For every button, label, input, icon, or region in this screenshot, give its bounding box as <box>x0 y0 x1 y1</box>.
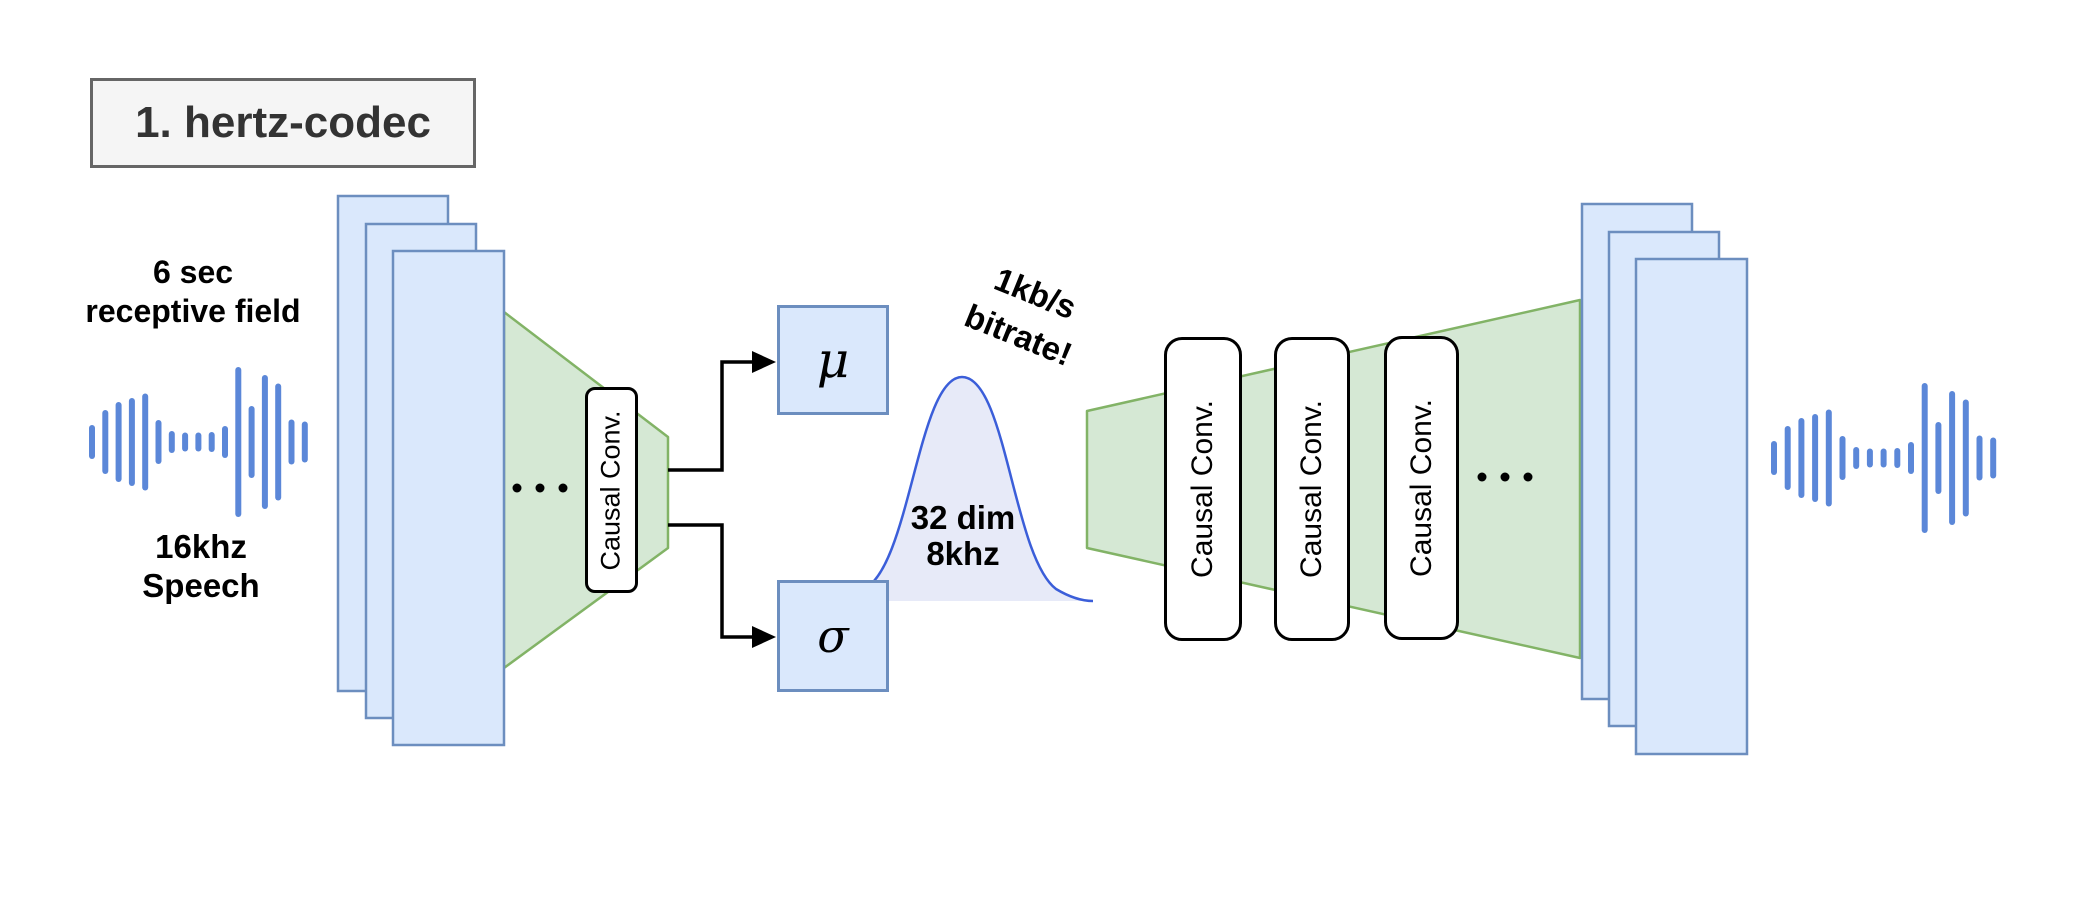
waveform-bar <box>1976 435 1983 481</box>
diagram-title-box: 1. hertz-codec <box>90 78 476 168</box>
encoder-conv-label: Causal Conv. <box>596 409 627 571</box>
decoder-conv-box-3: Causal Conv. <box>1384 336 1459 640</box>
ellipsis-dot <box>558 483 568 493</box>
layer-card <box>391 249 506 747</box>
latent-dim-label: 32 dim 8khz <box>910 499 1016 572</box>
waveform-bar <box>1839 436 1846 480</box>
sigma-symbol: σ <box>817 609 849 663</box>
input-waveform-icon <box>89 367 308 517</box>
output-waveform-icon <box>1771 383 1997 533</box>
ellipsis-dot <box>1500 472 1510 482</box>
diagram-title: 1. hertz-codec <box>135 98 431 147</box>
waveform-bar <box>1949 391 1956 525</box>
decoder-ellipsis-icon <box>1477 472 1533 482</box>
waveform-bar <box>222 426 228 458</box>
waveform-bar <box>1812 414 1819 502</box>
waveform-bar <box>1908 442 1914 474</box>
waveform-bar <box>288 419 295 465</box>
waveform-bar <box>1784 426 1791 490</box>
waveform-bar <box>1825 409 1832 507</box>
encoder-output-arrows <box>668 351 776 648</box>
gaussian-stroke <box>863 375 1094 603</box>
waveform-bar <box>195 432 202 452</box>
waveform-bar <box>1866 448 1873 468</box>
waveform-bar <box>1853 447 1860 469</box>
waveform-bar <box>155 420 162 464</box>
waveform-bar <box>235 367 242 517</box>
waveform-bar <box>102 410 109 474</box>
decoder-conv-label: Causal Conv. <box>1404 399 1438 577</box>
ellipsis-dot <box>1523 472 1533 482</box>
waveform-bar <box>128 398 135 486</box>
waveform-bar <box>168 431 175 453</box>
ellipsis-dot <box>512 483 522 493</box>
waveform-bar <box>1921 383 1928 533</box>
decoder-conv-box-2: Causal Conv. <box>1274 337 1350 641</box>
ellipsis-dot <box>535 483 545 493</box>
waveform-bar <box>248 406 255 478</box>
mu-symbol: μ <box>816 331 850 389</box>
waveform-bar <box>182 432 189 452</box>
waveform-bar <box>1990 437 1997 479</box>
gaussian-fill <box>864 377 1093 601</box>
waveform-bar <box>115 402 122 482</box>
waveform-bar <box>142 393 149 491</box>
encoder-layer-stack <box>336 194 506 747</box>
waveform-bar <box>89 425 95 459</box>
waveform-bar <box>1771 441 1777 475</box>
waveform-bar <box>1935 422 1942 494</box>
decoder-layer-stack <box>1580 202 1749 756</box>
waveform-bar <box>301 421 308 463</box>
encoder-conv-box: Causal Conv. <box>585 387 638 593</box>
waveform-bar <box>1894 448 1901 468</box>
mu-box: μ <box>777 305 889 415</box>
sigma-box: σ <box>777 580 889 692</box>
mu-arrowhead <box>752 351 776 373</box>
waveform-bar <box>261 375 268 509</box>
input-speech-label: 16khz Speech <box>142 528 260 604</box>
gaussian-curve <box>863 375 1094 603</box>
sigma-arrow-line <box>668 523 752 639</box>
waveform-bar <box>1880 448 1887 468</box>
mu-arrow-line <box>668 360 752 472</box>
waveform-bar <box>1962 399 1969 517</box>
encoder-ellipsis-icon <box>512 483 568 493</box>
decoder-conv-box-1: Causal Conv. <box>1164 337 1242 641</box>
sigma-arrowhead <box>752 626 776 648</box>
decoder-conv-label: Causal Conv. <box>1186 400 1219 578</box>
waveform-bar <box>208 432 215 452</box>
waveform-bar <box>1798 418 1805 498</box>
waveform-bar <box>275 383 282 501</box>
ellipsis-dot <box>1477 472 1487 482</box>
receptive-field-label: 6 sec receptive field <box>85 254 301 329</box>
decoder-conv-label: Causal Conv. <box>1295 400 1328 578</box>
layer-card <box>1634 257 1749 756</box>
